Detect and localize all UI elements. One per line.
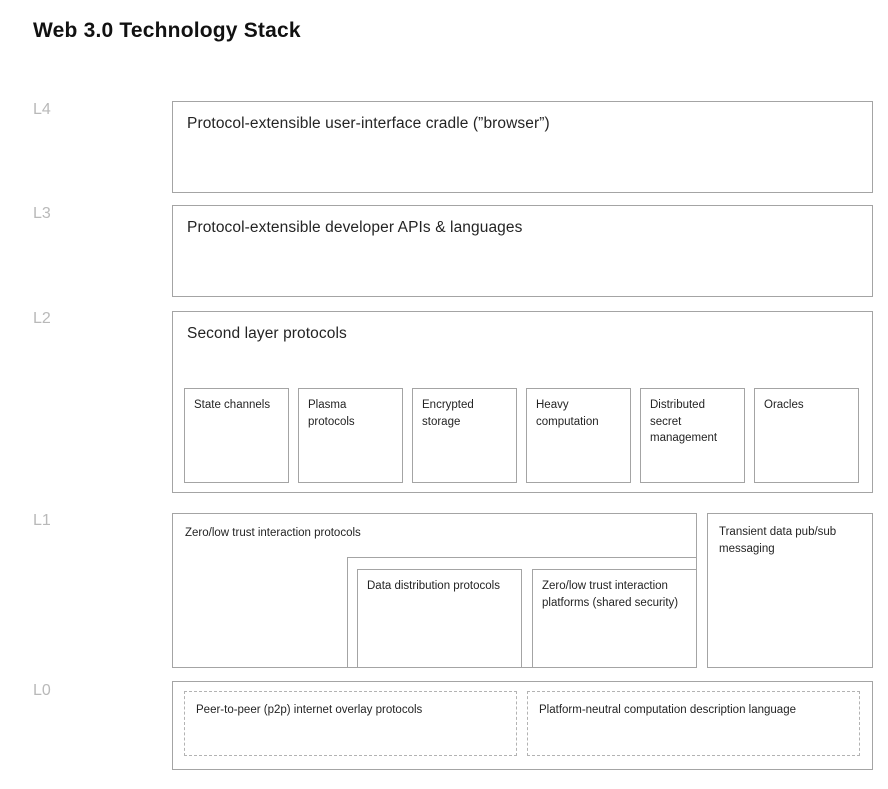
l3-box-label: Protocol-extensible developer APIs & lan… [187, 219, 523, 236]
layer-label-l2: L2 [33, 310, 51, 327]
l0-box: Peer-to-peer (p2p) internet overlay prot… [172, 681, 873, 770]
layer-label-l4: L4 [33, 101, 51, 118]
layer-label-l3: L3 [33, 205, 51, 222]
l3-box: Protocol-extensible developer APIs & lan… [172, 205, 873, 297]
l2-box-label: Second layer protocols [187, 325, 347, 342]
l2-item-oracles: Oracles [754, 388, 859, 483]
l1-nested-container: Data distribution protocols Zero/low tru… [347, 557, 697, 668]
l4-box: Protocol-extensible user-interface cradl… [172, 101, 873, 193]
layer-label-l1: L1 [33, 512, 51, 529]
l0-item-p2p-overlay-protocols: Peer-to-peer (p2p) internet overlay prot… [184, 691, 517, 756]
page-title: Web 3.0 Technology Stack [33, 19, 301, 42]
l2-item-encrypted-storage: Encrypted storage [412, 388, 517, 483]
l2-item-distributed-secret-management: Distributed secret management [640, 388, 745, 483]
l1-item-data-distribution-protocols: Data distribution protocols [357, 569, 522, 668]
l1-item-zero-low-trust-platforms: Zero/low trust interaction platforms (sh… [532, 569, 697, 668]
l0-item-platform-neutral-computation-language: Platform-neutral computation description… [527, 691, 860, 756]
l4-box-label: Protocol-extensible user-interface cradl… [187, 115, 550, 132]
l2-item-heavy-computation: Heavy computation [526, 388, 631, 483]
l2-box: Second layer protocols State channels Pl… [172, 311, 873, 493]
l2-item-plasma-protocols: Plasma protocols [298, 388, 403, 483]
l1-transient-pubsub-box: Transient data pub/sub messaging [707, 513, 873, 668]
l1-transient-pubsub-label: Transient data pub/sub messaging [719, 526, 837, 555]
layer-label-l0: L0 [33, 682, 51, 699]
l2-item-state-channels: State channels [184, 388, 289, 483]
l1-main-box-label: Zero/low trust interaction protocols [185, 527, 361, 539]
